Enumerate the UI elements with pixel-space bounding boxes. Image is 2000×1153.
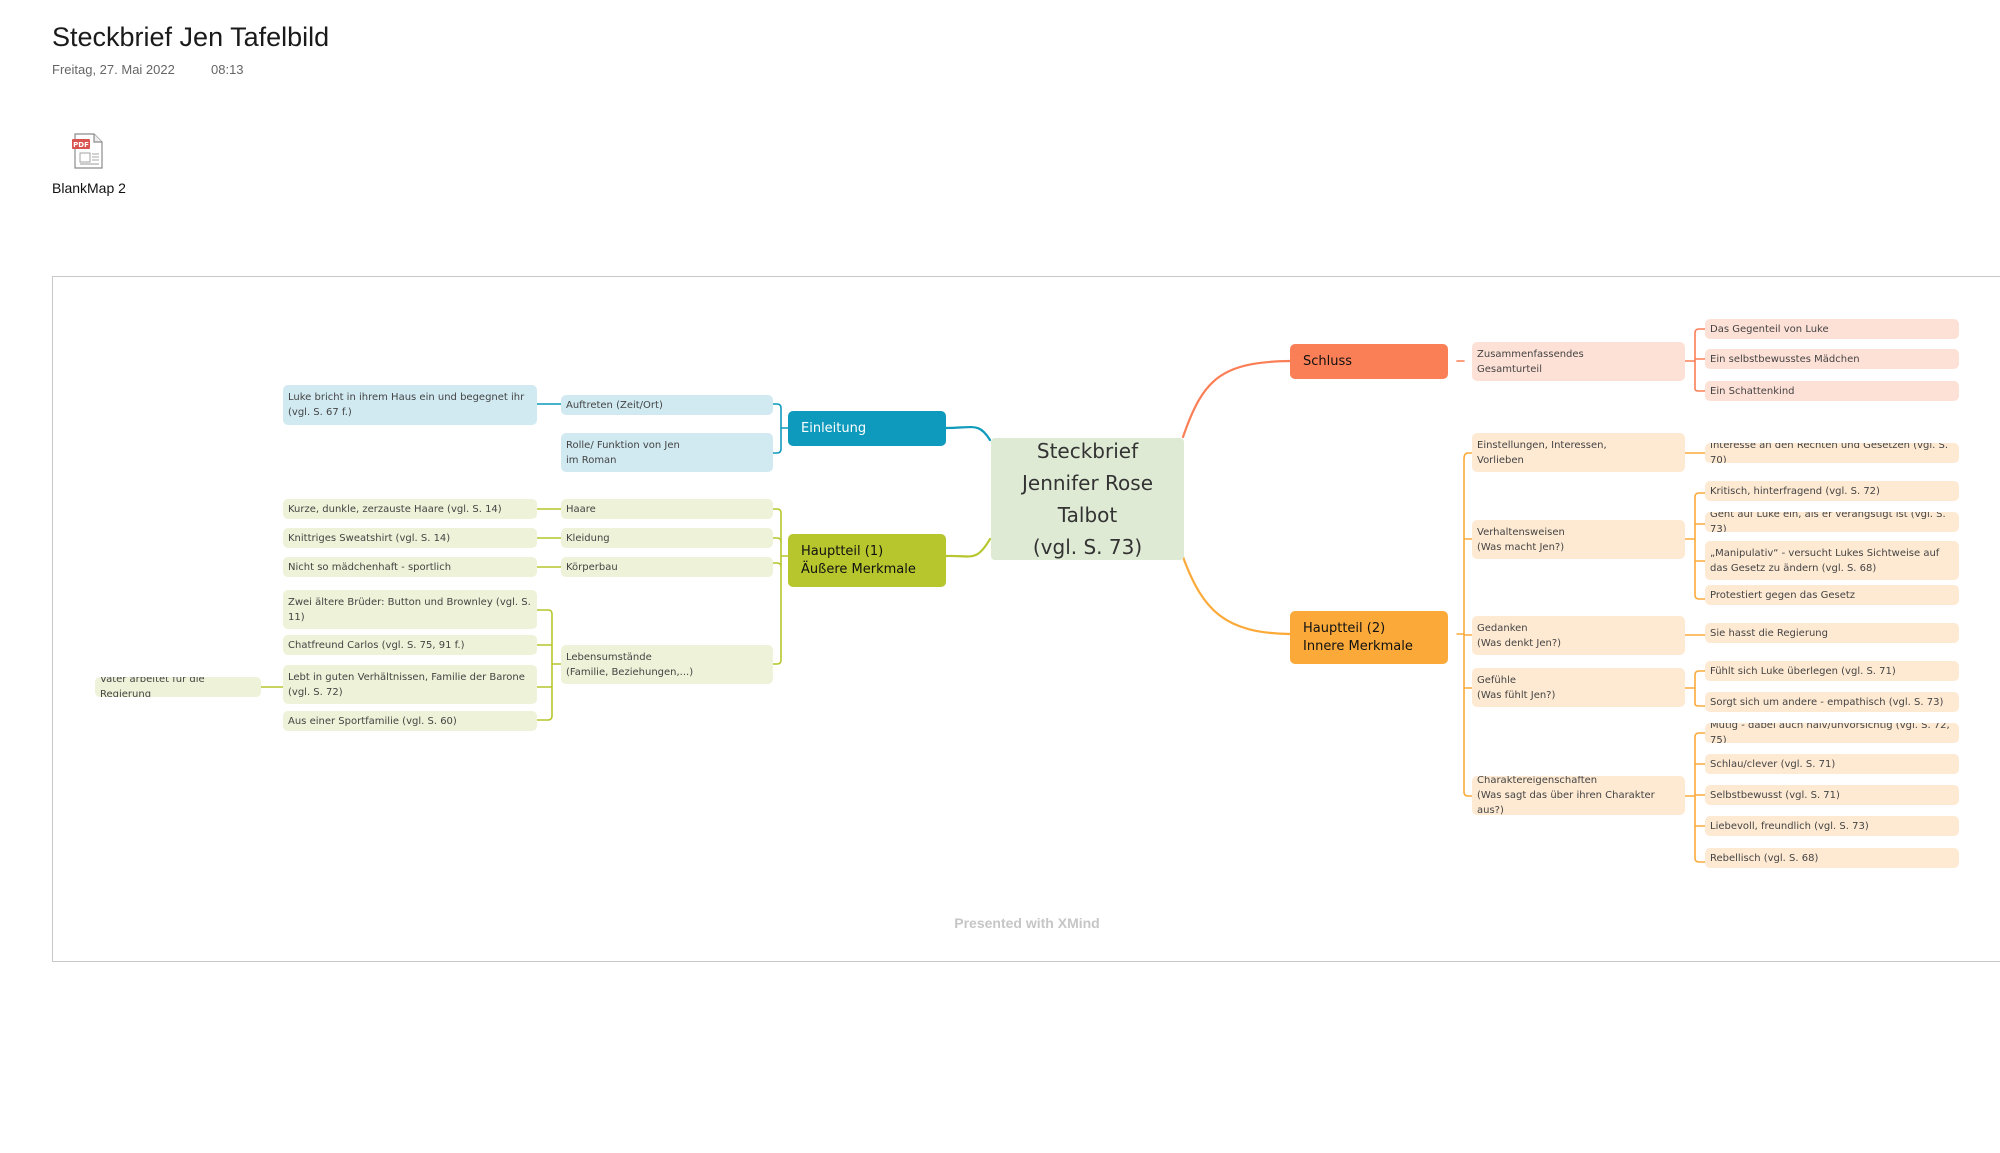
- topic-einleitung[interactable]: Einleitung: [788, 411, 946, 446]
- subtopic-gesamturteil[interactable]: Zusammenfassendes Gesamturteil: [1472, 342, 1685, 381]
- xmind-footer: Presented with XMind: [954, 915, 1100, 931]
- attachment-name: BlankMap 2: [52, 180, 126, 196]
- detail-vater[interactable]: Vater arbeitet für die Regierung: [95, 677, 261, 697]
- detail-geht-auf-luke-ein[interactable]: Geht auf Luke ein, als er verängstigt is…: [1705, 512, 1959, 532]
- page-date: Freitag, 27. Mai 2022: [52, 62, 175, 77]
- topic-schluss[interactable]: Schluss: [1290, 344, 1448, 379]
- topic-hauptteil-1[interactable]: Hauptteil (1) Äußere Merkmale: [788, 534, 946, 587]
- mindmap-frame[interactable]: Steckbrief Jennifer Rose Talbot (vgl. S.…: [52, 276, 2000, 962]
- detail-schattenkind[interactable]: Ein Schattenkind: [1705, 381, 1959, 401]
- detail-selbstbewusst[interactable]: Selbstbewusst (vgl. S. 71): [1705, 785, 1959, 805]
- root-topic[interactable]: Steckbrief Jennifer Rose Talbot (vgl. S.…: [991, 438, 1184, 560]
- subtopic-rolle[interactable]: Rolle/ Funktion von Jen im Roman: [561, 433, 773, 472]
- detail-haare[interactable]: Kurze, dunkle, zerzauste Haare (vgl. S. …: [283, 499, 537, 519]
- detail-kritisch[interactable]: Kritisch, hinterfragend (vgl. S. 72): [1705, 481, 1959, 501]
- detail-schlau[interactable]: Schlau/clever (vgl. S. 71): [1705, 754, 1959, 774]
- detail-hasst-regierung[interactable]: Sie hasst die Regierung: [1705, 623, 1959, 643]
- subtopic-charaktereigenschaften[interactable]: Charaktereigenschaften (Was sagt das übe…: [1472, 776, 1685, 815]
- detail-sportfamilie[interactable]: Aus einer Sportfamilie (vgl. S. 60): [283, 711, 537, 731]
- pdf-file-icon: PDF: [72, 133, 103, 169]
- subtopic-gedanken[interactable]: Gedanken (Was denkt Jen?): [1472, 616, 1685, 655]
- subtopic-lebensumstaende[interactable]: Lebensumstände (Familie, Beziehungen,...…: [561, 645, 773, 684]
- connector-lines: [260, 328, 1706, 863]
- detail-rebellisch[interactable]: Rebellisch (vgl. S. 68): [1705, 848, 1959, 868]
- subtopic-haare[interactable]: Haare: [561, 499, 773, 519]
- detail-selbstbewusst-maedchen[interactable]: Ein selbstbewusstes Mädchen: [1705, 349, 1959, 369]
- pdf-badge: PDF: [73, 141, 89, 149]
- page-title: Steckbrief Jen Tafelbild: [52, 22, 330, 52]
- topic-hauptteil-2[interactable]: Hauptteil (2) Innere Merkmale: [1290, 611, 1448, 664]
- subtopic-einstellungen[interactable]: Einstellungen, Interessen, Vorlieben: [1472, 433, 1685, 472]
- detail-chatfreund[interactable]: Chatfreund Carlos (vgl. S. 75, 91 f.): [283, 635, 537, 655]
- subtopic-kleidung[interactable]: Kleidung: [561, 528, 773, 548]
- subtopic-auftreten[interactable]: Auftreten (Zeit/Ort): [561, 395, 773, 415]
- detail-manipulativ[interactable]: „Manipulativ“ - versucht Lukes Sichtweis…: [1705, 541, 1959, 580]
- detail-mutig[interactable]: Mutig - dabei auch naiv/unvorsichtig (vg…: [1705, 723, 1959, 743]
- subtopic-verhaltensweisen[interactable]: Verhaltensweisen (Was macht Jen?): [1472, 520, 1685, 559]
- detail-auftreten[interactable]: Luke bricht in ihrem Haus ein und begegn…: [283, 385, 537, 425]
- detail-ueberlegen[interactable]: Fühlt sich Luke überlegen (vgl. S. 71): [1705, 661, 1959, 681]
- detail-koerperbau[interactable]: Nicht so mädchenhaft - sportlich: [283, 557, 537, 577]
- detail-empathisch[interactable]: Sorgt sich um andere - empathisch (vgl. …: [1705, 692, 1959, 712]
- detail-protestiert[interactable]: Protestiert gegen das Gesetz: [1705, 585, 1959, 605]
- detail-gegenteil[interactable]: Das Gegenteil von Luke: [1705, 319, 1959, 339]
- page-time: 08:13: [211, 62, 244, 77]
- detail-kleidung[interactable]: Knittriges Sweatshirt (vgl. S. 14): [283, 528, 537, 548]
- subtopic-gefuehle[interactable]: Gefühle (Was fühlt Jen?): [1472, 668, 1685, 707]
- detail-brueder[interactable]: Zwei ältere Brüder: Button und Brownley …: [283, 590, 537, 629]
- detail-interesse-gesetze[interactable]: Interesse an den Rechten und Gesetzen (v…: [1705, 443, 1959, 463]
- detail-liebevoll[interactable]: Liebevoll, freundlich (vgl. S. 73): [1705, 816, 1959, 836]
- detail-verhaeltnisse[interactable]: Lebt in guten Verhältnissen, Familie der…: [283, 665, 537, 704]
- subtopic-koerperbau[interactable]: Körperbau: [561, 557, 773, 577]
